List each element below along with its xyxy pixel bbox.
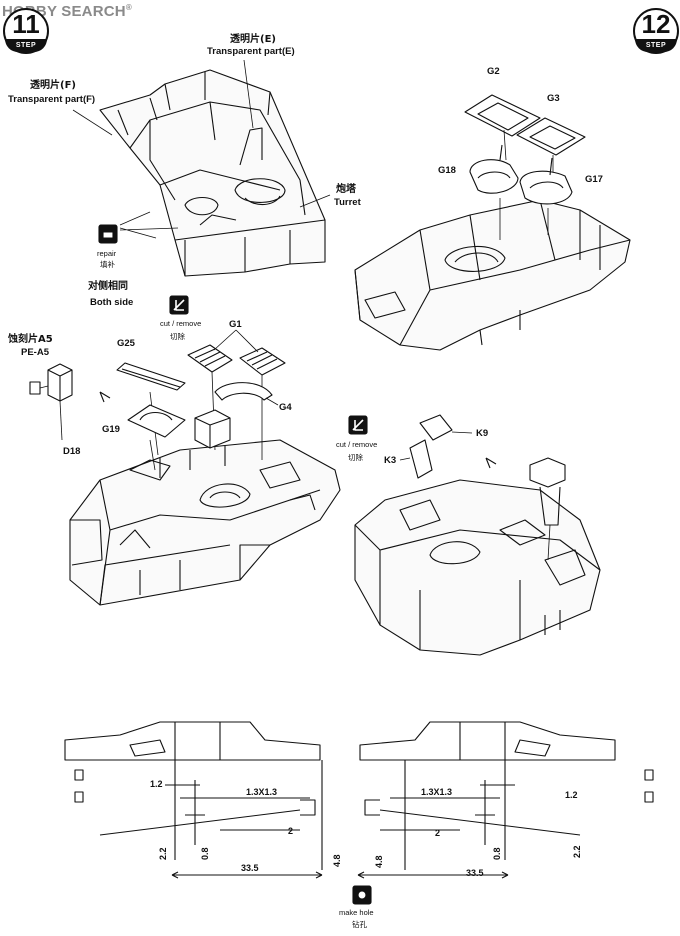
label-transparent-f-en: Transparent part(F)	[8, 94, 96, 105]
label-repair-en: repair	[97, 249, 117, 258]
dim-left-4: 2.2	[158, 847, 168, 860]
label-g18: G18	[438, 165, 456, 176]
dim-left-2: 1.3X1.3	[246, 787, 278, 797]
part-g1	[187, 329, 286, 460]
label-transparent-f-zh: 透明片(F)	[30, 80, 76, 91]
label-g3: G3	[547, 93, 560, 104]
label-cut-remove-en-2: cut / remove	[336, 440, 378, 449]
watermark-registered: ®	[125, 3, 132, 12]
turret-block	[194, 409, 231, 449]
step-11-badge: 11 STEP	[3, 8, 49, 54]
hull-lower-left	[69, 439, 341, 606]
periscope-block	[529, 457, 566, 561]
step-12-number: 12	[641, 9, 671, 39]
label-g19: G19	[102, 424, 120, 435]
arrow-icon	[99, 391, 111, 403]
make-hole-icon	[352, 885, 372, 905]
label-both-side-zh: 对侧相同	[88, 281, 128, 292]
step-12-badge: 12 STEP	[633, 8, 679, 54]
dim-right-4: 4.8	[374, 855, 384, 868]
step-11-word: STEP	[5, 39, 47, 52]
cut-remove-icon	[169, 295, 189, 315]
arrow-icon-2	[485, 457, 497, 469]
label-transparent-e-zh: 透明片(E)	[230, 34, 276, 45]
step-11-number: 11	[12, 9, 40, 39]
label-k3: K3	[384, 455, 397, 466]
part-g4	[214, 382, 279, 406]
label-g25: G25	[117, 338, 135, 349]
label-g17: G17	[585, 174, 603, 185]
dim-left-3: 2	[288, 826, 294, 836]
side-view-right	[357, 721, 654, 879]
label-k9: K9	[476, 428, 489, 439]
label-pe-en: PE-A5	[21, 347, 49, 358]
hull-lower-right	[354, 479, 601, 656]
part-k3	[399, 439, 433, 479]
label-g2: G2	[487, 66, 500, 77]
dim-left-7: 4.8	[332, 854, 342, 867]
label-pe-zh: 蚀刻片A5	[8, 334, 53, 345]
label-d18: D18	[63, 446, 81, 457]
label-repair-zh: 填补	[100, 260, 115, 269]
repair-icon	[98, 224, 118, 244]
part-g2	[464, 94, 541, 161]
dim-left-5: 0.8	[200, 847, 210, 860]
dim-left-6: 33.5	[241, 863, 259, 873]
dim-right-6: 33.5	[466, 868, 484, 878]
label-make-hole-zh: 钻孔	[352, 920, 367, 929]
label-cut-remove-en-1: cut / remove	[160, 319, 202, 328]
dim-right-2: 1.2	[565, 790, 578, 800]
label-cut-remove-zh-2: 切除	[348, 453, 363, 462]
dim-right-5: 0.8	[492, 847, 502, 860]
part-g17	[519, 157, 573, 235]
label-turret-zh: 炮塔	[336, 184, 356, 195]
dim-right-7: 2.2	[572, 845, 582, 858]
label-both-side-en: Both side	[90, 297, 134, 308]
part-k9	[419, 414, 473, 441]
dim-right-3: 2	[435, 828, 441, 838]
label-transparent-e-en: Transparent part(E)	[207, 46, 295, 57]
label-g1: G1	[229, 319, 242, 330]
step-12-word: STEP	[635, 39, 677, 52]
part-d18	[29, 363, 73, 441]
cut-remove-icon-2	[348, 415, 368, 435]
turret-shell-upper-right	[354, 199, 631, 351]
label-make-hole-en: make hole	[339, 908, 374, 917]
label-g4: G4	[279, 402, 292, 413]
label-cut-remove-zh-1: 切除	[170, 332, 185, 341]
label-turret-en: Turret	[334, 197, 361, 208]
turret-shell-upper-left	[99, 69, 326, 277]
dim-left-1: 1.2	[150, 779, 163, 789]
side-view-left	[64, 721, 323, 879]
part-g19	[127, 404, 186, 471]
part-g18	[469, 144, 519, 240]
dim-right-1: 1.3X1.3	[421, 787, 453, 797]
